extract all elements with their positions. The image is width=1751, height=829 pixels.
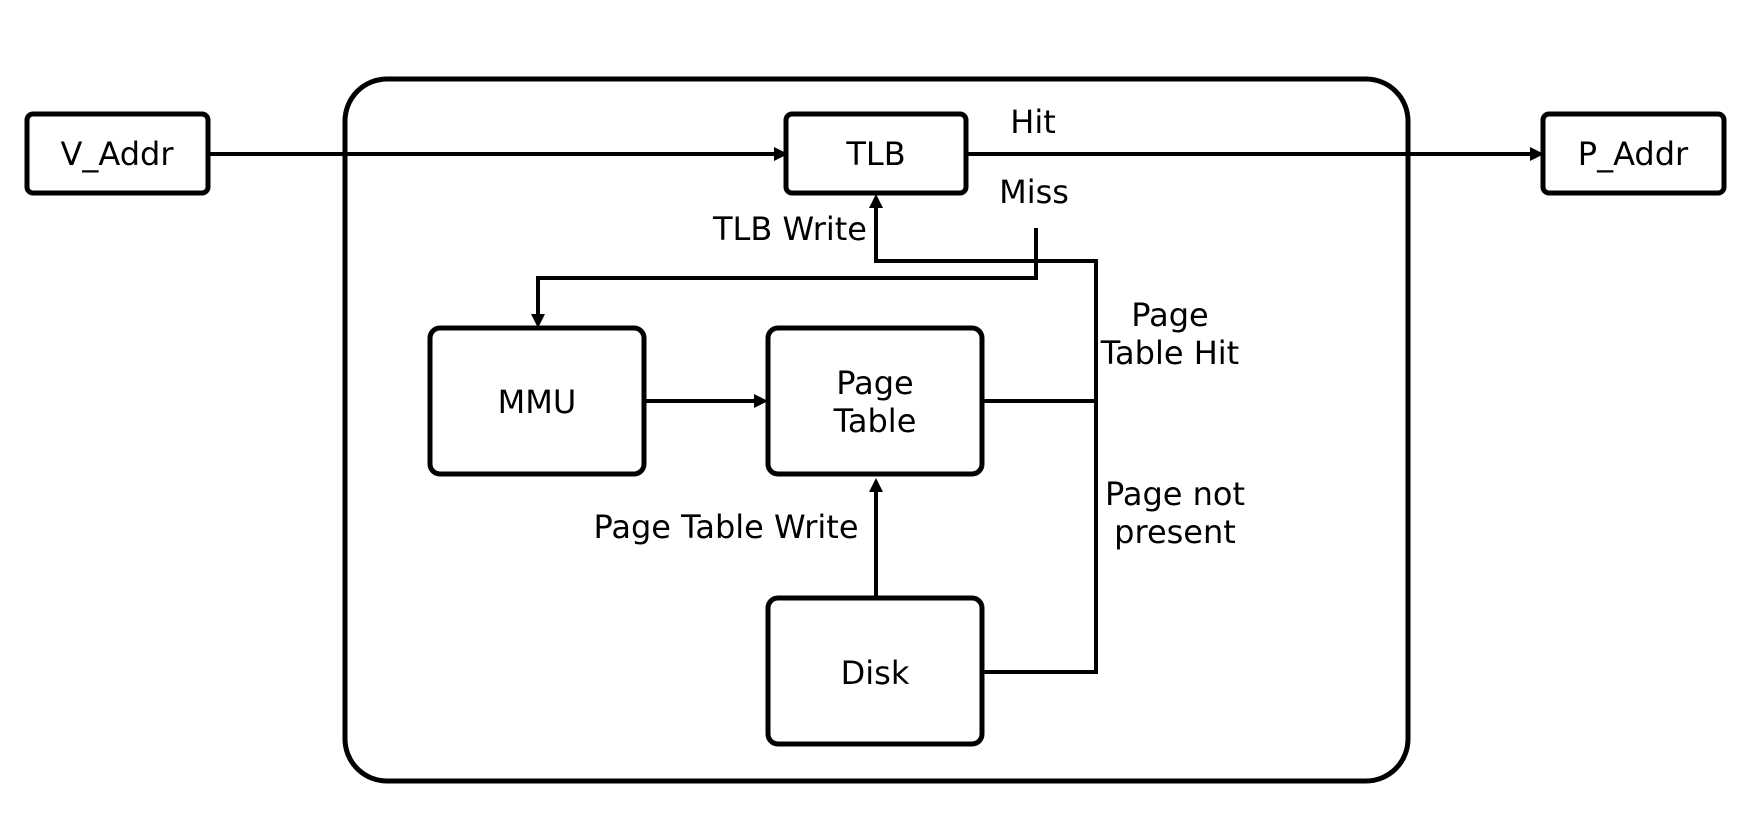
edge-label-page-table-hit-line-2: Table Hit xyxy=(1100,334,1239,372)
edge-label-tlb-write: TLB Write xyxy=(712,210,867,248)
node-v-addr-label: V_Addr xyxy=(61,135,175,173)
node-p-addr: P_Addr xyxy=(1540,111,1727,196)
node-mmu-label: MMU xyxy=(498,383,577,421)
node-page-table-label-line-1: Page xyxy=(836,364,913,402)
edge-label-miss: Miss xyxy=(999,173,1069,211)
arrow-head-tlb-write xyxy=(869,194,883,208)
edge-disk-to-junction xyxy=(982,401,1098,674)
node-disk-label: Disk xyxy=(841,654,910,692)
arrow-head-page-table-write xyxy=(869,478,883,492)
node-page-table: Page Table xyxy=(765,325,985,477)
edge-miss-to-mmu xyxy=(536,228,1038,316)
node-tlb: TLB xyxy=(783,111,969,196)
arrow-head-tlb-input xyxy=(774,147,788,161)
node-disk: Disk xyxy=(765,595,985,747)
translation-container xyxy=(342,76,1411,784)
edge-page-table-hit-to-tlb xyxy=(874,206,1098,403)
edge-label-page-table-hit-line-1: Page xyxy=(1131,296,1208,334)
arrow-head-paddr-input xyxy=(1530,147,1544,161)
arrow-head-page-table-input xyxy=(754,394,768,408)
node-p-addr-label: P_Addr xyxy=(1578,135,1689,173)
edge-label-hit: Hit xyxy=(1010,103,1056,141)
edge-label-page-not-present-line-2: present xyxy=(1114,513,1236,551)
node-page-table-label-line-2: Table xyxy=(833,402,917,440)
node-mmu: MMU xyxy=(427,325,647,477)
node-v-addr: V_Addr xyxy=(24,111,211,196)
edge-label-page-not-present-line-1: Page not xyxy=(1105,475,1245,513)
edge-label-page-table-write: Page Table Write xyxy=(593,508,858,546)
arrow-head-mmu-input xyxy=(531,314,545,328)
node-tlb-label: TLB xyxy=(845,135,905,173)
